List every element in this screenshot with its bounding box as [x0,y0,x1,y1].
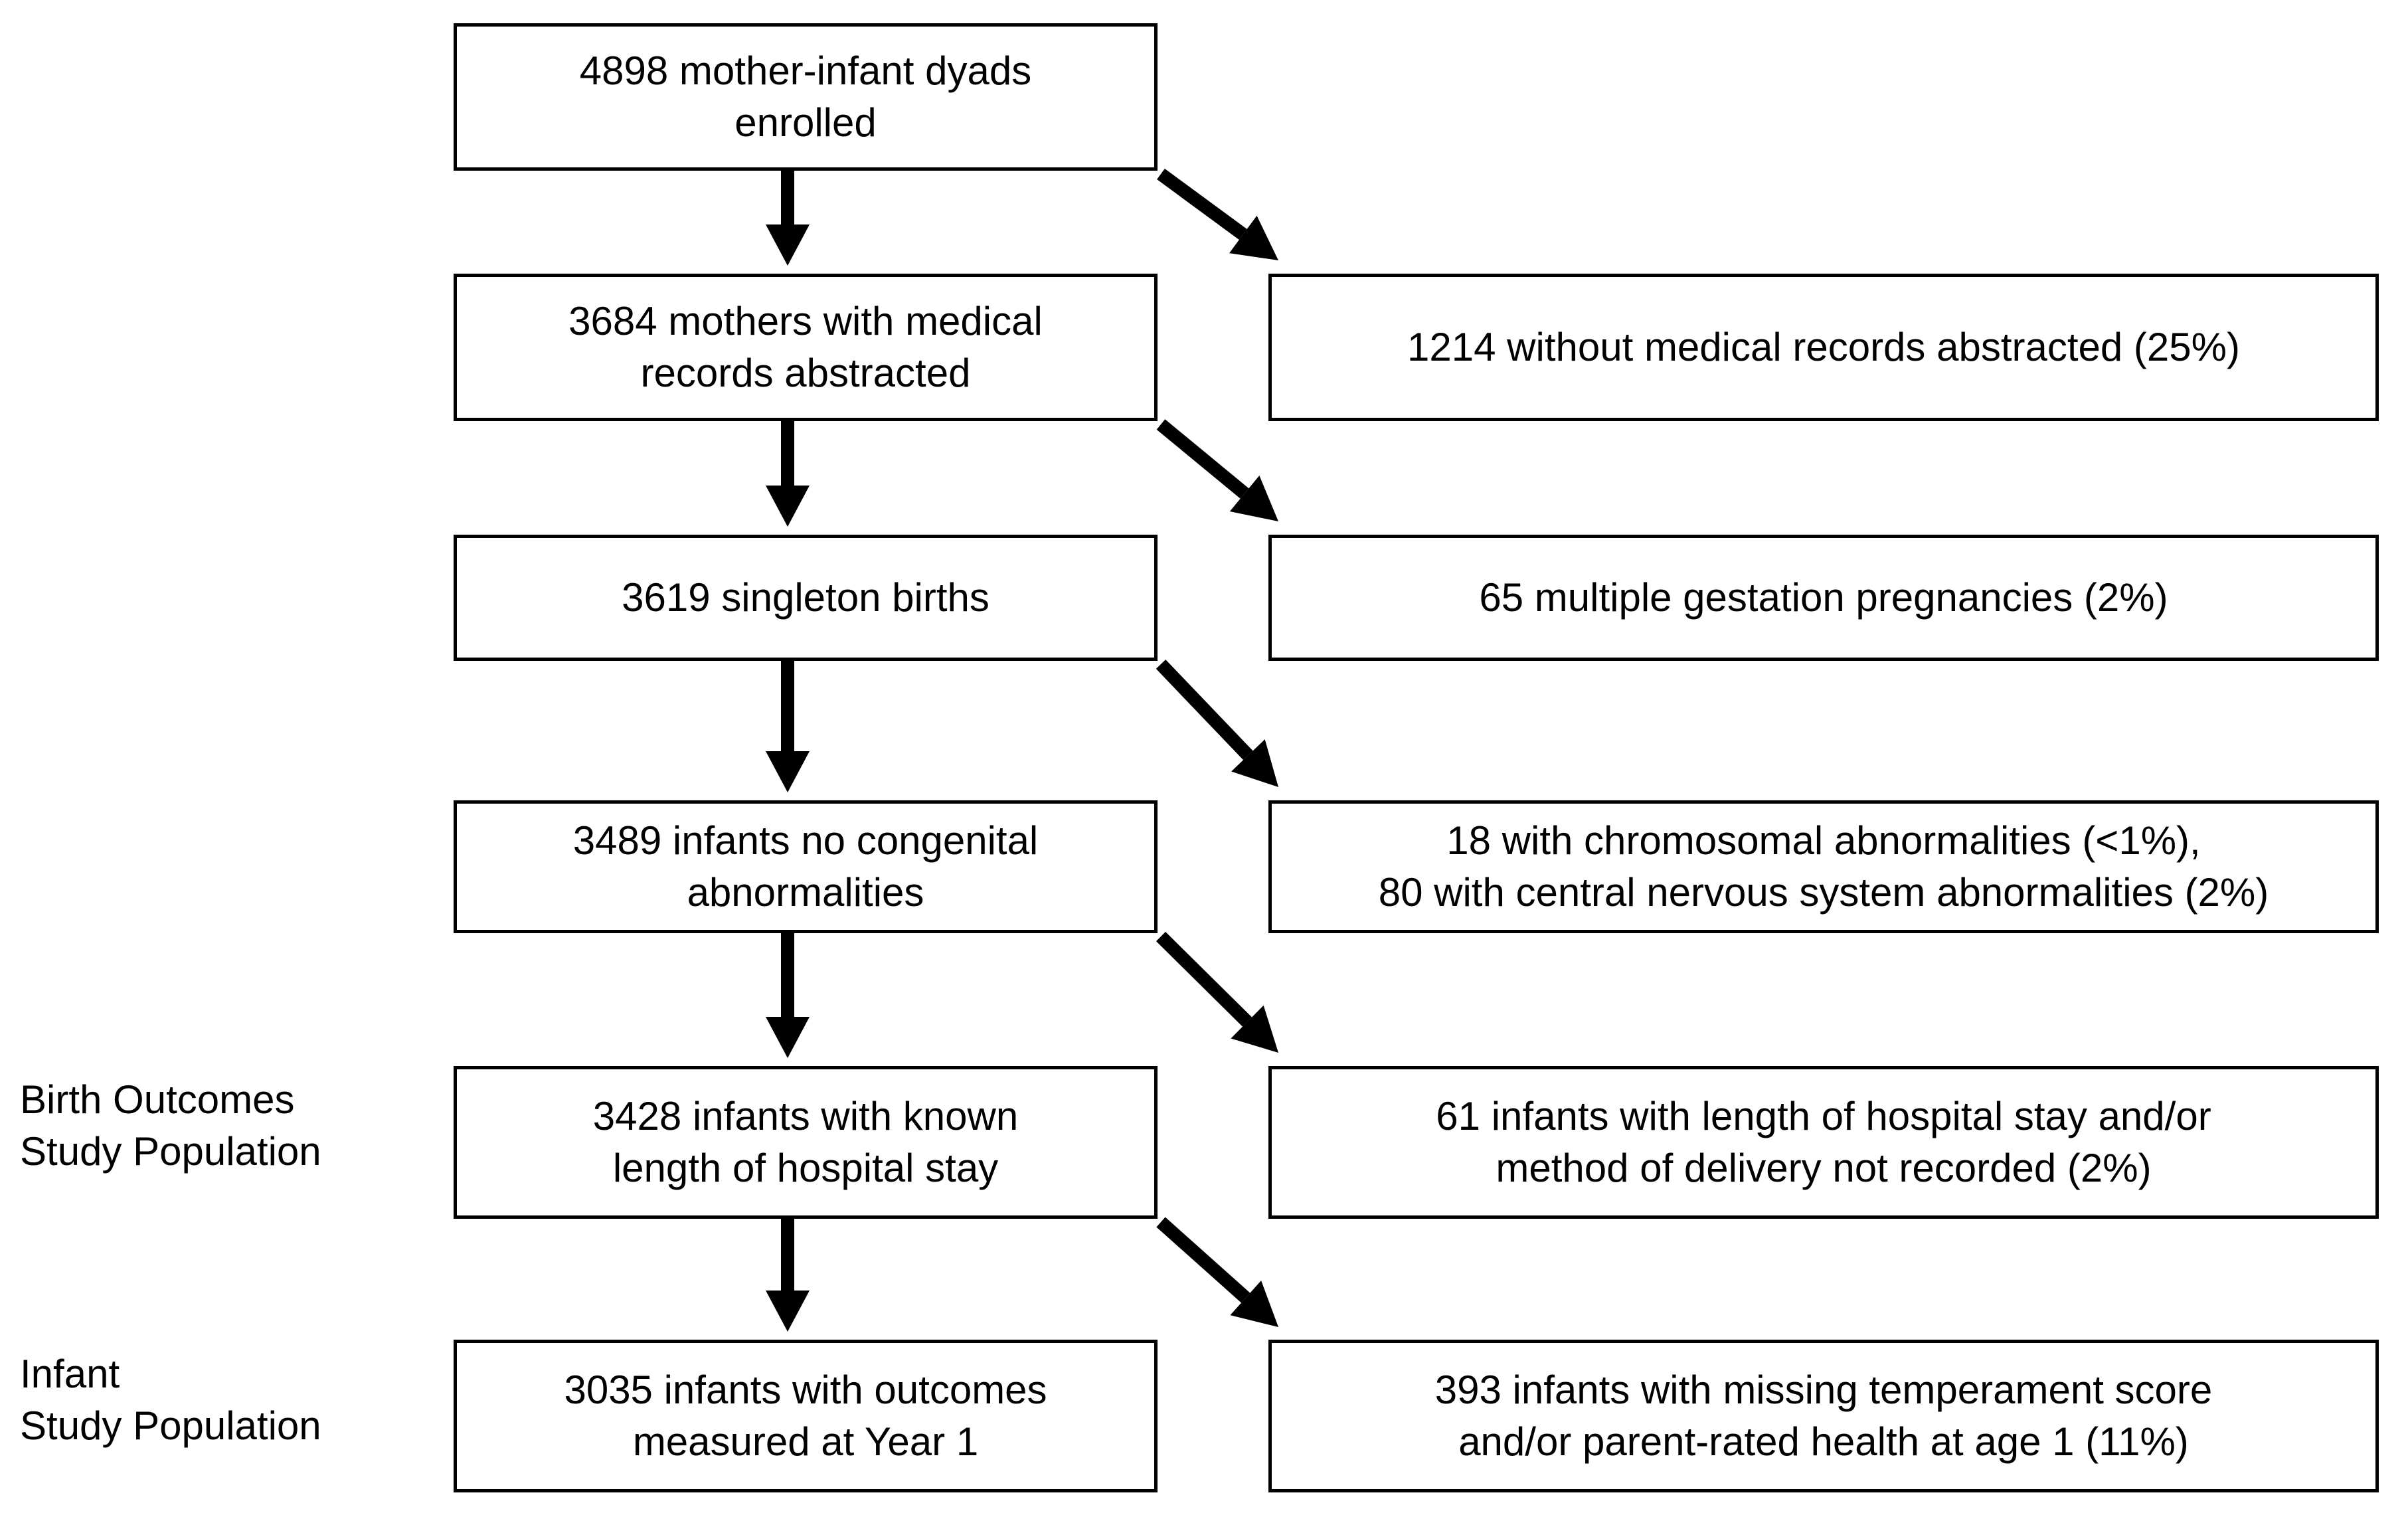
arrow-head [1231,739,1278,787]
exclusion-box-label: 1214 without medical records abstracted … [1407,325,2240,369]
arrow-head [1230,1280,1278,1327]
vertical-arrow-arrow-v-3 [766,661,810,792]
exclusion-box-chromosomal-cns-abnormalities: 18 with chromosomal abnormalities (<1%),… [1268,800,2379,933]
diagonal-arrow-arrow-d-3 [1156,660,1278,787]
arrow-shaft [781,171,794,224]
vertical-arrow-arrow-v-4 [766,933,810,1058]
arrow-shaft [1156,419,1249,499]
main-box-known-hospital-stay: 3428 infants with known length of hospit… [454,1066,1158,1219]
vertical-arrow-arrow-v-5 [766,1219,810,1332]
arrow-shaft [781,933,794,1017]
exclusion-box-missing-temperament-health: 393 infants with missing temperament sco… [1268,1340,2379,1492]
arrow-shaft [1156,931,1252,1027]
vertical-arrow-arrow-v-2 [766,421,810,527]
main-box-outcomes-year-1: 3035 infants with outcomes measured at Y… [454,1340,1158,1492]
main-box-label: 3684 mothers with medical records abstra… [568,299,1043,395]
side-label-birth-outcomes-label: Birth Outcomes Study Population [20,1077,321,1174]
main-box-enrolled: 4898 mother-infant dyads enrolled [454,23,1158,171]
exclusion-box-no-records-abstracted: 1214 without medical records abstracted … [1268,274,2379,421]
diagonal-arrow-arrow-d-5 [1156,1217,1278,1327]
vertical-arrow-arrow-v-1 [766,171,810,266]
exclusion-box-stay-delivery-not-recorded: 61 infants with length of hospital stay … [1268,1066,2379,1219]
arrow-head [1229,215,1278,260]
arrow-head [766,224,810,266]
arrow-head [1231,1005,1278,1053]
exclusion-box-multiple-gestation: 65 multiple gestation pregnancies (2%) [1268,535,2379,661]
arrow-shaft [781,1219,794,1291]
main-box-label: 3428 infants with known length of hospit… [592,1094,1019,1190]
exclusion-box-label: 61 infants with length of hospital stay … [1436,1094,2211,1190]
arrow-head [766,1017,810,1058]
main-box-label: 3489 infants no congenital abnormalities [572,818,1039,915]
arrow-head [766,751,810,792]
exclusion-box-label: 65 multiple gestation pregnancies (2%) [1479,575,2168,620]
arrow-shaft [781,421,794,486]
main-box-label: 3035 infants with outcomes measured at Y… [564,1368,1047,1464]
arrow-shaft [1156,660,1253,760]
main-box-label: 4898 mother-infant dyads enrolled [579,48,1032,145]
main-box-no-congenital-abnormalities: 3489 infants no congenital abnormalities [454,800,1158,933]
exclusion-box-label: 393 infants with missing temperament sco… [1434,1368,2213,1464]
exclusion-box-label: 18 with chromosomal abnormalities (<1%),… [1378,818,2269,915]
main-box-records-abstracted: 3684 mothers with medical records abstra… [454,274,1158,421]
side-label-infant-label: Infant Study Population [20,1352,321,1448]
diagonal-arrow-arrow-d-1 [1157,168,1278,260]
main-box-singleton-births: 3619 singleton births [454,535,1158,661]
arrow-head [766,486,810,527]
diagonal-arrow-arrow-d-2 [1156,419,1278,521]
main-box-label: 3619 singleton births [622,575,989,620]
arrow-shaft [781,661,794,751]
arrow-head [1229,476,1278,521]
arrow-shaft [1156,1217,1250,1303]
arrow-shaft [1157,168,1247,240]
diagonal-arrow-arrow-d-4 [1156,931,1278,1053]
arrow-head [766,1291,810,1332]
